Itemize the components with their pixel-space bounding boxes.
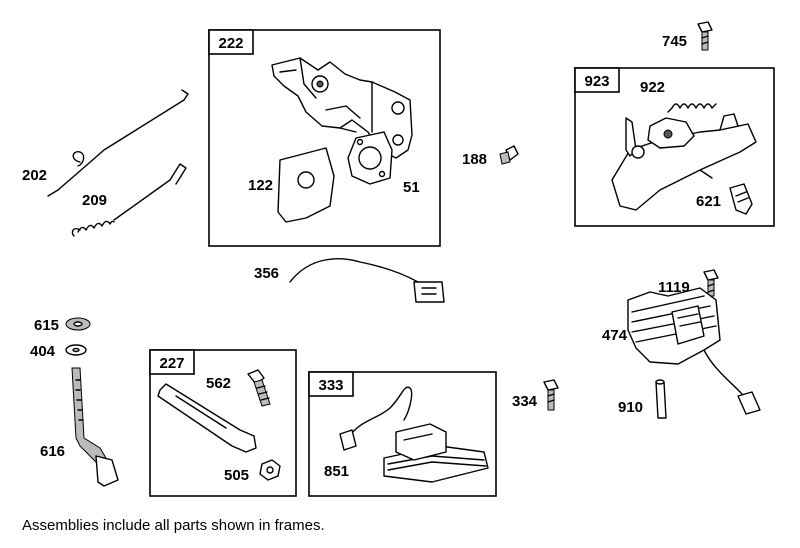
- part-label-851: 851: [324, 463, 349, 480]
- part-label-334: 334: [512, 393, 538, 410]
- part-label-209: 209: [82, 192, 107, 209]
- gasket-drawing: [347, 131, 393, 185]
- clip-621-drawing: [729, 183, 753, 215]
- part-label-922: 922: [640, 79, 665, 96]
- frame-923: 923: [574, 67, 775, 227]
- assembly-note: Assemblies include all parts shown in fr…: [22, 517, 325, 534]
- frame-227: 227: [149, 349, 297, 497]
- part-label-616: 616: [40, 443, 65, 460]
- part-label-356: 356: [254, 265, 279, 282]
- part-label-562: 562: [206, 375, 231, 392]
- part-label-910: 910: [618, 399, 643, 416]
- nut-505-drawing: [259, 459, 281, 481]
- part-label-615: 615: [34, 317, 59, 334]
- frame-222-label: 222: [218, 35, 243, 52]
- plate-drawing: [277, 147, 335, 223]
- part-label-404: 404: [30, 343, 56, 360]
- screw-745-drawing: [697, 21, 713, 51]
- link-rod-202-drawing: [47, 89, 189, 197]
- governor-control-drawing: [271, 57, 413, 159]
- spring-922-drawing: [667, 103, 717, 113]
- frame-227-label: 227: [159, 355, 184, 372]
- lever-drawing: [157, 383, 257, 453]
- part-label-745: 745: [662, 33, 687, 50]
- part-label-51: 51: [403, 179, 420, 196]
- part-label-188: 188: [462, 151, 487, 168]
- washer-615-drawing: [65, 317, 91, 331]
- shaft-616-drawing: [71, 367, 119, 487]
- ignition-armature-drawing: [339, 386, 489, 483]
- bolt-562-drawing: [247, 369, 271, 407]
- screw-1119-drawing: [703, 269, 719, 297]
- spring-209-drawing: [71, 163, 187, 237]
- part-label-474: 474: [602, 327, 628, 344]
- control-bracket-drawing: [611, 113, 757, 211]
- frame-923-label: 923: [584, 73, 609, 90]
- washer-404-drawing: [65, 344, 87, 356]
- part-label-202: 202: [22, 167, 47, 184]
- frame-222: 222: [208, 29, 441, 247]
- frame-333: 333: [308, 371, 497, 497]
- part-label-505: 505: [224, 467, 249, 484]
- part-label-122: 122: [248, 177, 273, 194]
- screw-188-drawing: [499, 145, 519, 165]
- spacer-910-drawing: [655, 379, 667, 419]
- frame-333-label: 333: [318, 377, 343, 394]
- armature-474-drawing: [627, 287, 761, 415]
- screw-334-drawing: [543, 379, 559, 411]
- part-label-1119: 1119: [658, 279, 690, 296]
- part-label-621: 621: [696, 193, 721, 210]
- wire-356-drawing: [289, 258, 445, 303]
